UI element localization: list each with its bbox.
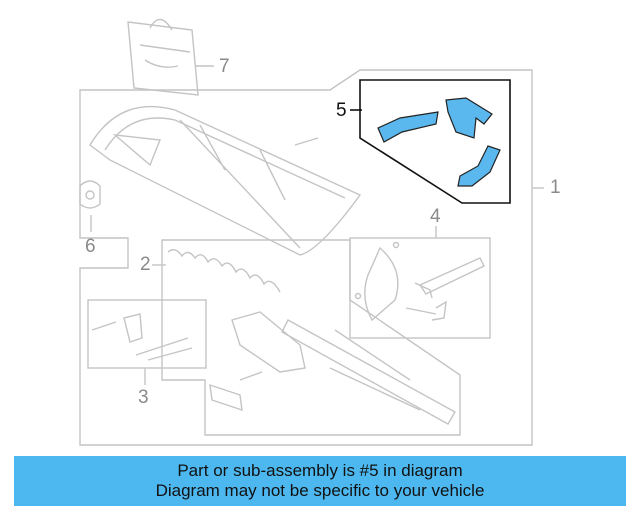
part-4-box bbox=[349, 237, 491, 339]
callout-7: 7 bbox=[219, 56, 230, 77]
spring-rod-icon bbox=[167, 249, 456, 425]
highlighted-brackets-icon bbox=[377, 97, 501, 187]
part-3-box bbox=[87, 299, 207, 369]
banner-line-2: Diagram may not be specific to your vehi… bbox=[155, 481, 485, 500]
clip-icon bbox=[79, 180, 101, 209]
callout-4: 4 bbox=[430, 206, 441, 227]
wind-deflector-frame-icon bbox=[89, 105, 362, 256]
callout-6: 6 bbox=[85, 236, 96, 257]
part-5-detail-box bbox=[350, 79, 511, 204]
banner-line-1: Part or sub-assembly is #5 in diagram bbox=[177, 461, 463, 480]
callout-1: 1 bbox=[550, 177, 561, 198]
callout-2: 2 bbox=[140, 254, 151, 275]
info-banner: Part or sub-assembly is #5 in diagram Di… bbox=[14, 456, 626, 506]
assembly-outline bbox=[79, 69, 533, 446]
storage-bag-icon bbox=[127, 18, 199, 96]
latch-set-icon bbox=[354, 241, 485, 322]
callout-5: 5 bbox=[336, 100, 347, 121]
callout-3: 3 bbox=[138, 387, 149, 408]
bolt-kit-icon bbox=[91, 313, 193, 361]
